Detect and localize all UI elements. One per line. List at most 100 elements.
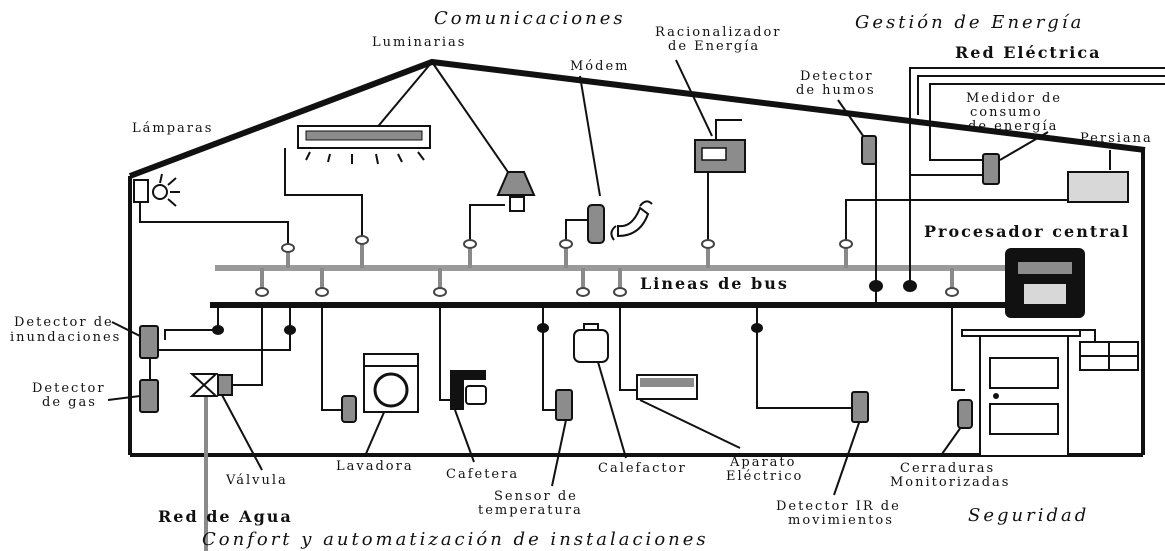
connector-ring <box>463 239 477 249</box>
ptr-aparato <box>639 399 741 449</box>
ptr-racionalizador <box>675 59 713 137</box>
gas-label-2: de gas <box>42 395 97 410</box>
aparato-label-1: Aparato <box>729 455 796 470</box>
ir-detector <box>851 391 869 423</box>
calefactor-device <box>573 323 609 363</box>
connector-ring <box>255 287 269 297</box>
valvula-label: Válvula <box>225 473 288 488</box>
ptr-cafetera <box>454 409 475 463</box>
humos-detector <box>861 135 877 165</box>
connector-node <box>284 325 296 335</box>
wire-sensor <box>542 305 555 411</box>
wire-valvula <box>232 305 263 386</box>
wire-cafetera <box>439 305 450 401</box>
connector-node <box>903 280 917 292</box>
procesador-label: Procesador central <box>924 222 1130 241</box>
inundaciones-label-2: inundaciones <box>10 330 121 345</box>
connector-ring <box>281 243 295 253</box>
luminarias-label: Luminarias <box>372 35 466 50</box>
persiana-label: Persiana <box>1080 131 1153 146</box>
grid-wire-3 <box>929 83 1165 161</box>
section-confort: Confort y automatización de instalacione… <box>202 529 709 550</box>
ptr-calefactor <box>597 361 627 459</box>
lavadora-device <box>341 353 419 423</box>
connector-node <box>751 323 763 333</box>
connector-ring <box>613 287 627 297</box>
connector-ring <box>433 287 447 297</box>
labels: Comunicaciones Gestión de Energía Seguri… <box>10 8 1153 550</box>
cafetera-label: Cafetera <box>446 467 519 482</box>
valvula-device <box>189 373 233 397</box>
wire-inundaciones <box>164 305 219 340</box>
ptr-luminarias-1 <box>374 61 433 131</box>
section-gestion-energia: Gestión de Energía <box>855 12 1084 33</box>
sensor-device <box>555 389 573 421</box>
ptr-medidor <box>999 131 1049 161</box>
connector-node <box>537 323 549 333</box>
connector-node <box>212 325 224 335</box>
procesador-device <box>1005 248 1085 318</box>
wire-racio-up <box>715 119 742 140</box>
door-device <box>961 329 1081 457</box>
ir-label-2: movimientos <box>788 513 894 528</box>
red-electrica-label: Red Eléctrica <box>955 43 1101 62</box>
connector-ring <box>559 239 573 249</box>
lavadora-label: Lavadora <box>336 459 414 474</box>
section-comunicaciones: Comunicaciones <box>434 8 626 29</box>
sensor-label-2: temperatura <box>478 503 583 518</box>
lamparas-label: Lámparas <box>132 121 213 136</box>
cerraduras-label-1: Cerraduras <box>900 461 995 476</box>
racionalizador-label-2: de Energía <box>668 39 760 54</box>
medidor-device <box>982 153 1000 185</box>
connector-ring <box>576 287 590 297</box>
gas-detector <box>139 379 159 413</box>
devices <box>133 125 1139 457</box>
wire-aparato <box>619 305 637 391</box>
calefactor-label: Calefactor <box>598 461 687 476</box>
medidor-label-3: de energía <box>968 119 1058 134</box>
ptr-luminarias-2 <box>431 61 511 176</box>
wire-cerradura <box>951 305 965 391</box>
humos-label-1: Detector <box>800 69 874 84</box>
modem-label: Módem <box>570 59 629 74</box>
wire-modem-link <box>565 219 588 244</box>
sensor-label-1: Sensor de <box>494 489 578 504</box>
medidor-label-2: consumo <box>970 105 1043 120</box>
inundaciones-detector <box>139 325 159 359</box>
pointer-lines <box>107 59 1111 496</box>
ptr-inundaciones <box>111 321 141 337</box>
connector-ring <box>315 287 329 297</box>
section-seguridad: Seguridad <box>968 505 1089 526</box>
connector-ring <box>945 287 959 297</box>
ptr-valvula <box>221 394 263 471</box>
alarm-panel-device <box>1079 341 1139 371</box>
wire-lavadora <box>321 305 342 411</box>
ptr-sensor <box>551 419 567 487</box>
bus-connectors <box>212 235 959 335</box>
ptr-ir <box>833 419 861 496</box>
red-agua-label: Red de Agua <box>158 507 293 526</box>
lamparas-device <box>133 173 180 207</box>
gas-label-1: Detector <box>32 381 106 396</box>
wire-ir <box>756 305 852 409</box>
modem-device <box>587 200 653 244</box>
ptr-modem <box>579 75 601 197</box>
grid-wire-2 <box>917 75 1165 115</box>
aparato-label-2: Eléctrico <box>726 469 803 484</box>
wire-lamparas <box>139 200 289 248</box>
wire-lamp-stand <box>469 204 505 244</box>
wire-medidor <box>909 174 985 283</box>
cerraduras-label-2: Monitorizadas <box>890 475 1010 490</box>
ir-label-1: Detector IR de <box>776 499 901 514</box>
connector-node <box>869 280 883 292</box>
persiana-device <box>1067 171 1129 203</box>
ptr-humos <box>837 99 867 141</box>
connector-ring <box>355 235 369 245</box>
medidor-label-1: Medidor de <box>966 91 1062 106</box>
bus-lines <box>210 265 1008 308</box>
bus-label: Lineas de bus <box>640 274 789 293</box>
racionalizador-label-1: Racionalizador <box>655 25 782 40</box>
wire-gas <box>149 305 291 385</box>
lamp-device <box>496 171 536 212</box>
